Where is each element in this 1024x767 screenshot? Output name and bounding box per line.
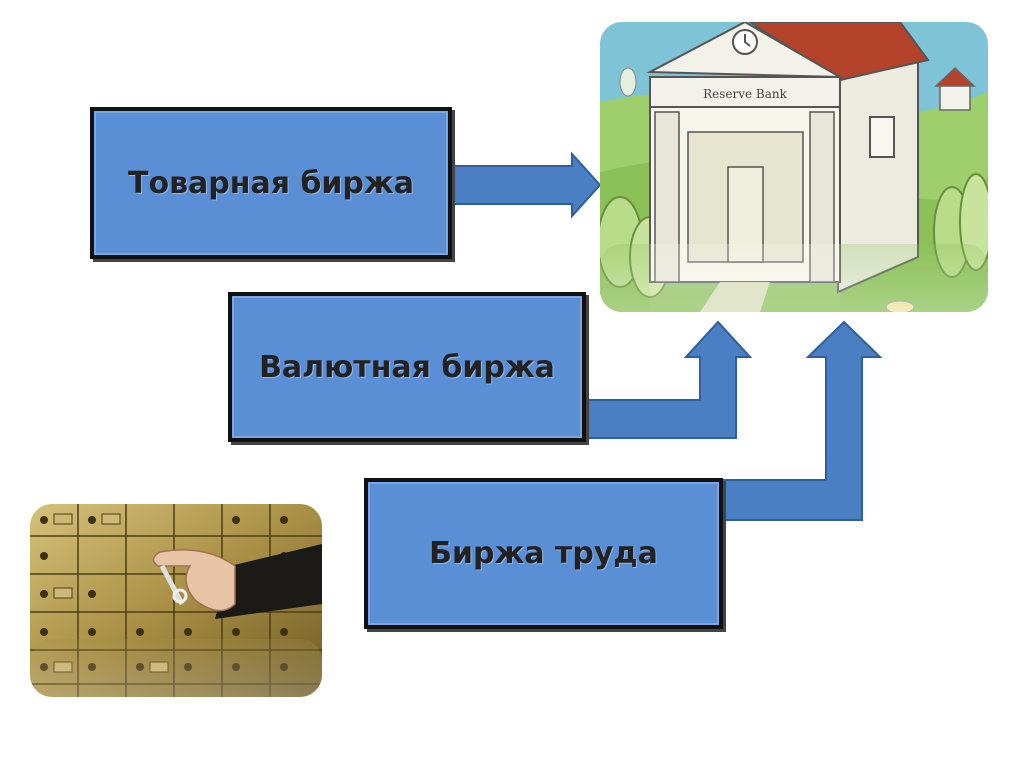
- currency-exchange-box: Валютная биржа: [228, 292, 586, 442]
- safe-deposit-reflection: [30, 639, 322, 699]
- commodity-exchange-label: Товарная биржа: [128, 165, 414, 201]
- labor-exchange-label: Биржа труда: [429, 536, 658, 571]
- currency-exchange-label: Валютная биржа: [259, 349, 555, 385]
- arrow-box3-to-bank: [722, 320, 883, 521]
- arrow-box2-to-bank: [585, 320, 753, 439]
- safe-deposit-photo: [30, 504, 322, 697]
- arrow-box1-to-bank: [451, 151, 602, 219]
- bank-illustration: Reserve Bank: [600, 22, 988, 312]
- bank-reflection: [600, 244, 988, 314]
- labor-exchange-box: Биржа труда: [364, 478, 723, 629]
- bank-sign: Reserve Bank: [703, 87, 788, 101]
- commodity-exchange-box: Товарная биржа: [90, 107, 452, 259]
